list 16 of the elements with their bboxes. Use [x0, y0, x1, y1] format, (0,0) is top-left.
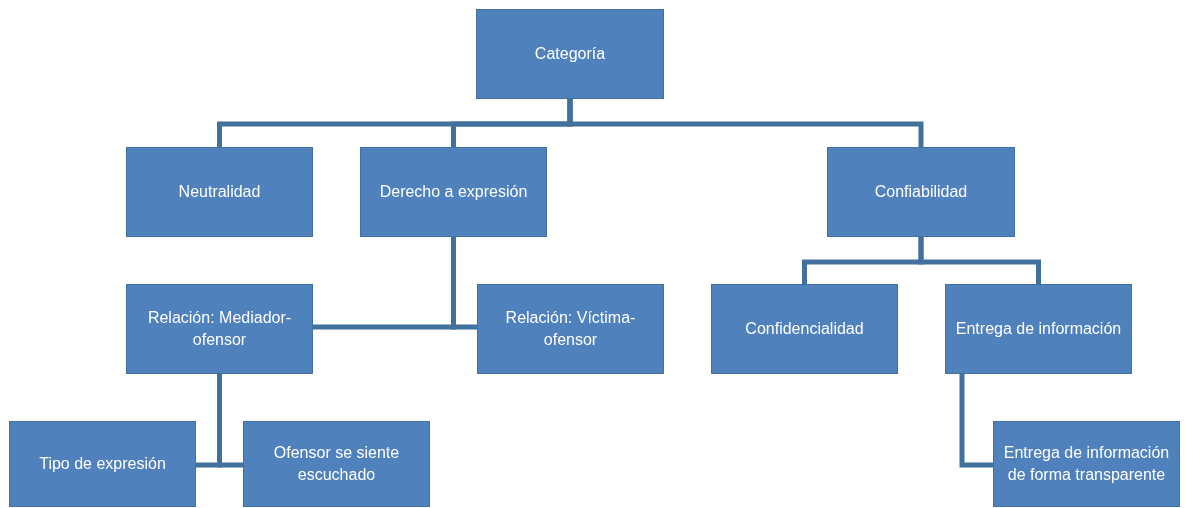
category-box: Categoría — [476, 9, 664, 99]
connector-line — [217, 374, 243, 468]
category-box: Relación: Víctima-ofensor — [477, 284, 664, 374]
connector-line — [959, 374, 993, 468]
category-box: Entrega de información de forma transparente — [993, 421, 1180, 507]
category-box: Relación: Mediador-ofensor — [126, 284, 313, 374]
category-box: Derecho a expresión — [360, 147, 547, 237]
category-box: Tipo de expresión — [9, 421, 196, 507]
category-box: Neutralidad — [126, 147, 313, 237]
category-box: Confiabilidad — [827, 147, 1015, 237]
connector-line — [918, 237, 1041, 284]
connector-line — [567, 99, 924, 147]
category-box: Ofensor se siente escuchado — [243, 421, 430, 507]
category-box: Entrega de información — [945, 284, 1132, 374]
category-box: Confidencialidad — [711, 284, 898, 374]
connector-line — [451, 237, 477, 330]
